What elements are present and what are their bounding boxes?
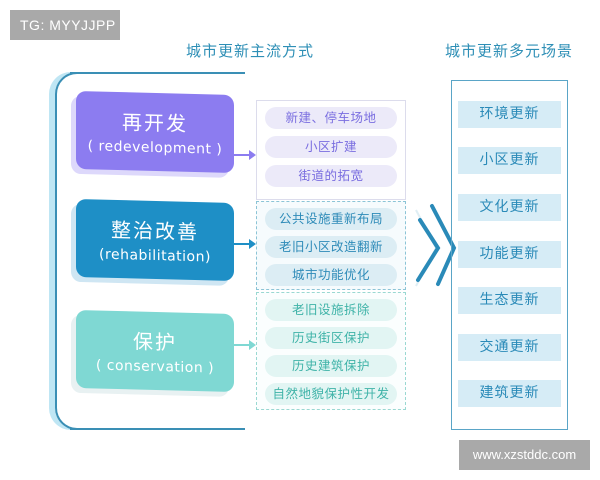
- method-name-en: ( redevelopment ): [87, 138, 223, 158]
- list-item: 新建、停车场地: [265, 107, 397, 129]
- frame-bottom-edge: [70, 428, 230, 430]
- rehabilitation-items: 公共设施重新布局 老旧小区改造翻新 城市功能优化: [256, 201, 406, 290]
- watermark-top-left: TG: MYYJJPP: [10, 10, 120, 40]
- scenario-item: 生态更新: [458, 287, 561, 314]
- frame-top-edge: [70, 72, 230, 74]
- list-item: 公共设施重新布局: [265, 208, 397, 230]
- scenario-item: 环境更新: [458, 101, 561, 128]
- arrow-right-icon: [234, 340, 256, 350]
- list-item: 小区扩建: [265, 136, 397, 158]
- scenario-item: 功能更新: [458, 241, 561, 268]
- method-name-cn: 再开发: [122, 110, 188, 136]
- watermark-bottom-right: www.xzstddc.com: [459, 440, 590, 470]
- list-item: 自然地貌保护性开发: [265, 383, 397, 405]
- scenario-item: 交通更新: [458, 334, 561, 361]
- scenario-item: 建筑更新: [458, 380, 561, 407]
- method-card-conservation: 保护 ( conservation ): [76, 309, 234, 393]
- list-item: 历史建筑保护: [265, 355, 397, 377]
- scenarios-title: 城市更新多元场景: [445, 42, 574, 60]
- double-chevron-right-icon: [415, 204, 457, 287]
- arrow-right-icon: [234, 150, 256, 160]
- list-item: 历史街区保护: [265, 327, 397, 349]
- redevelopment-items: 新建、停车场地 小区扩建 街道的拓宽: [256, 100, 406, 200]
- arrow-right-icon: [234, 239, 256, 249]
- list-item: 老旧设施拆除: [265, 299, 397, 321]
- list-item: 城市功能优化: [265, 264, 397, 286]
- method-name-cn: 整治改善: [111, 217, 199, 245]
- methods-title: 城市更新主流方式: [186, 42, 315, 60]
- conservation-items: 老旧设施拆除 历史街区保护 历史建筑保护 自然地貌保护性开发: [256, 292, 406, 410]
- scenario-item: 文化更新: [458, 194, 561, 221]
- scenarios-frame: [451, 80, 568, 430]
- list-item: 街道的拓宽: [265, 165, 397, 187]
- method-name-en: (rehabilitation): [99, 246, 211, 266]
- method-card-redevelopment: 再开发 ( redevelopment ): [76, 90, 234, 174]
- list-item: 老旧小区改造翻新: [265, 236, 397, 258]
- method-card-rehabilitation: 整治改善 (rehabilitation): [76, 198, 234, 282]
- scenario-item: 小区更新: [458, 147, 561, 174]
- method-name-en: ( conservation ): [95, 357, 215, 377]
- method-name-cn: 保护: [133, 329, 177, 355]
